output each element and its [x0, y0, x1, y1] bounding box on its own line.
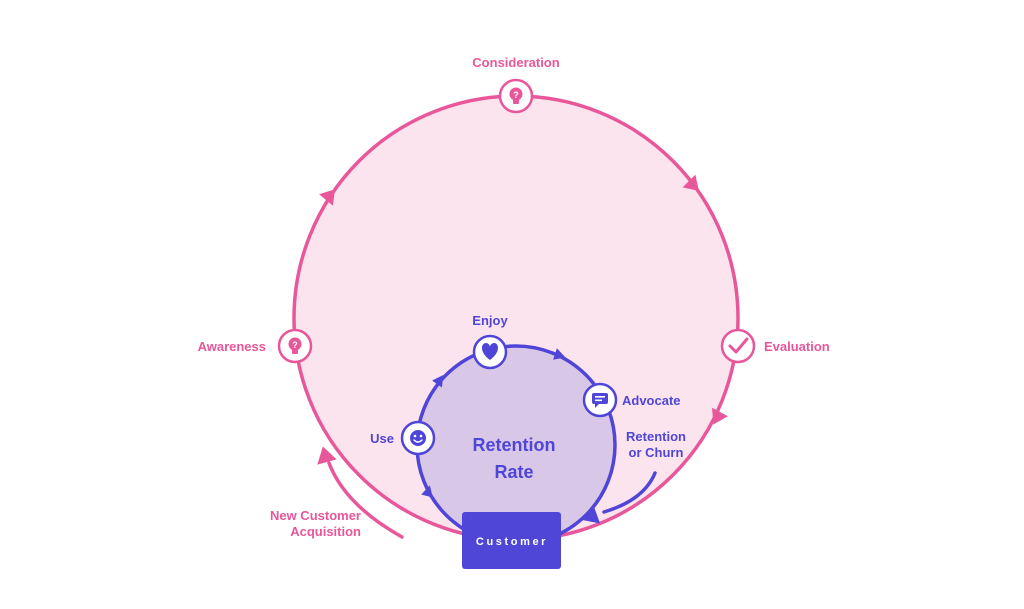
retention-churn-arrowhead	[582, 506, 601, 524]
inner-arrow-top-right	[553, 348, 566, 360]
smiley-icon	[410, 430, 426, 446]
chat-bubble-icon	[592, 393, 608, 408]
retention-churn-label-line1: Retention	[626, 429, 686, 444]
inner-arrow-upper-left	[432, 374, 444, 388]
outer-arrow-right	[712, 407, 728, 425]
acquisition-label-line1: New Customer	[270, 508, 361, 523]
advocate-label: Advocate	[622, 393, 681, 408]
retention-rate-title-line1: Retention	[473, 435, 556, 455]
heart-icon	[481, 343, 499, 360]
customer-box: Customer	[462, 512, 561, 569]
stage-enjoy: Enjoy	[472, 313, 508, 370]
outer-arrow-top-right	[682, 174, 699, 191]
customer-label: Customer	[476, 536, 548, 548]
awareness-label: Awareness	[198, 339, 266, 354]
stage-use: Use	[370, 420, 436, 456]
inner-arrow-lower-left	[421, 485, 433, 498]
checkmark-icon	[728, 337, 749, 354]
evaluation-label: Evaluation	[764, 339, 830, 354]
acquisition-arrow-path	[327, 461, 404, 539]
evaluation-icon-ring	[720, 328, 756, 364]
svg-text:?: ?	[513, 90, 519, 100]
stage-advocate: Advocate	[582, 382, 681, 418]
outer-arrow-top-left	[319, 189, 335, 206]
use-label: Use	[370, 431, 394, 446]
retention-rate-title-line2: Rate	[494, 462, 533, 482]
question-bulb-icon: ?	[509, 87, 523, 104]
acquisition-label-line2: Acquisition	[290, 524, 361, 539]
enjoy-label: Enjoy	[472, 313, 508, 328]
question-bulb-icon: ?	[288, 337, 302, 354]
retention-churn-arrow-path	[602, 471, 657, 514]
retention-churn-label-line2: or Churn	[629, 445, 684, 460]
svg-text:?: ?	[292, 340, 298, 350]
stage-consideration: ? Consideration	[472, 55, 560, 114]
acquisition-arrowhead	[317, 446, 337, 465]
stage-awareness: ? Awareness	[198, 328, 313, 364]
consideration-label: Consideration	[472, 55, 559, 70]
stage-evaluation: Evaluation	[720, 328, 830, 364]
